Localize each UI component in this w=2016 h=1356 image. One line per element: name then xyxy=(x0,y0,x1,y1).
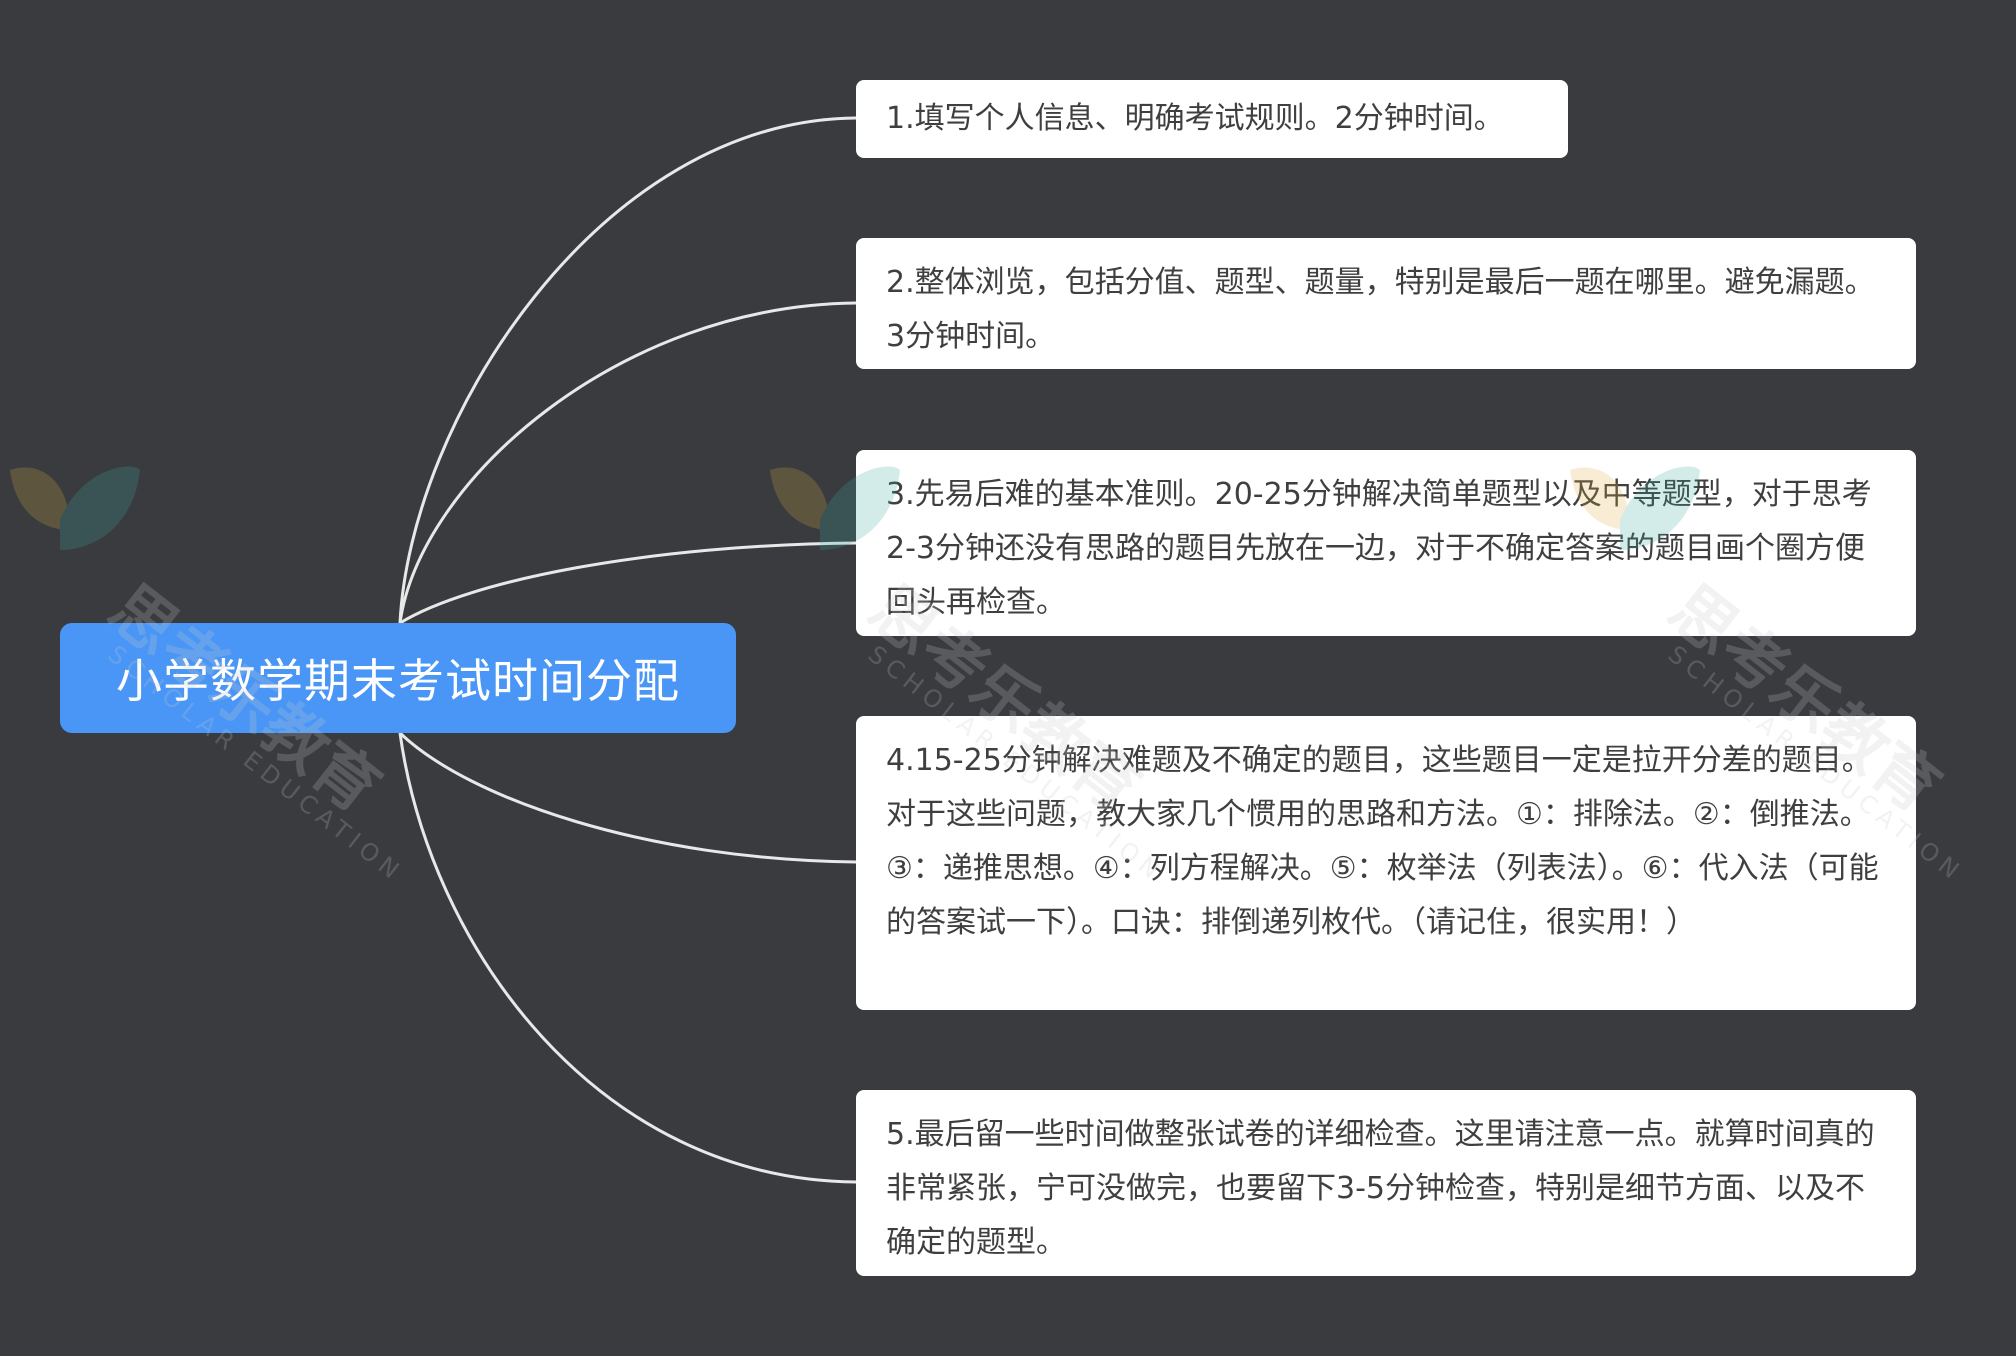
connector-topic-1 xyxy=(398,116,857,624)
connector-topic-4 xyxy=(398,731,857,864)
topic-4-text: 4.15-25分钟解决难题及不确定的题目，这些题目一定是拉开分差的题目。对于这些… xyxy=(886,743,1879,940)
root-topic-title: 小学数学期末考试时间分配 xyxy=(116,654,680,708)
topic-5-text: 5.最后留一些时间做整张试卷的详细检查。这里请注意一点。就算时间真的非常紧张，宁… xyxy=(886,1117,1875,1260)
topic-node-5[interactable]: 5.最后留一些时间做整张试卷的详细检查。这里请注意一点。就算时间真的非常紧张，宁… xyxy=(856,1090,1916,1276)
topic-node-2[interactable]: 2.整体浏览，包括分值、题型、题量，特别是最后一题在哪里。避免漏题。3分钟时间。 xyxy=(856,238,1916,369)
connector-topic-5 xyxy=(398,732,857,1184)
topic-3-text: 3.先易后难的基本准则。20-25分钟解决简单题型以及中等题型，对于思考2-3分… xyxy=(886,477,1872,620)
root-topic[interactable]: 小学数学期末考试时间分配 xyxy=(60,623,736,733)
topic-node-1[interactable]: 1.填写个人信息、明确考试规则。2分钟时间。 xyxy=(856,80,1568,158)
topic-1-text: 1.填写个人信息、明确考试规则。2分钟时间。 xyxy=(886,101,1504,136)
connector-topic-3 xyxy=(399,541,857,625)
topic-node-3[interactable]: 3.先易后难的基本准则。20-25分钟解决简单题型以及中等题型，对于思考2-3分… xyxy=(856,450,1916,636)
topic-node-4[interactable]: 4.15-25分钟解决难题及不确定的题目，这些题目一定是拉开分差的题目。对于这些… xyxy=(856,716,1916,1010)
topic-2-text: 2.整体浏览，包括分值、题型、题量，特别是最后一题在哪里。避免漏题。3分钟时间。 xyxy=(886,265,1875,354)
connector-topic-2 xyxy=(398,301,857,624)
